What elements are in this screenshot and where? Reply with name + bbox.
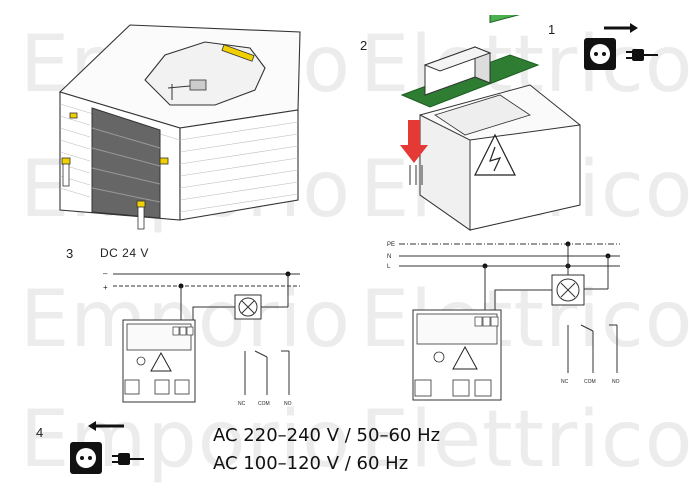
watermark-brand: Elettrico xyxy=(360,395,694,485)
ac-supply-line-1: AC 220–240 V / 50–60 Hz xyxy=(213,425,441,446)
step-number: 2 xyxy=(360,38,368,53)
contact-nc-label: NC xyxy=(561,379,569,385)
contact-com-label: COM xyxy=(584,379,596,385)
step-number: 3 xyxy=(66,246,74,261)
power-off-icon xyxy=(70,421,144,474)
line-n-label: N xyxy=(387,254,391,260)
garage-illustration xyxy=(58,24,301,230)
dc-minus-terminal: – xyxy=(103,269,108,278)
ac-supply-line-2: AC 100–120 V / 60 Hz xyxy=(213,453,409,474)
contact-no-label: NO xyxy=(612,379,620,385)
contact-no-label: NO xyxy=(284,401,292,407)
line-l-label: L xyxy=(387,264,391,270)
contact-com-label: COM xyxy=(258,401,270,407)
relay-module-illustration xyxy=(400,15,581,231)
ac-wiring-diagram: PE N L NC COM NO xyxy=(387,241,620,401)
dc-plus-terminal: + xyxy=(103,283,108,292)
step-number: 4 xyxy=(36,425,44,440)
dc-supply-label: DC 24 V xyxy=(100,246,149,260)
dc-wiring-diagram: – + NC COM NO xyxy=(103,269,300,407)
contact-nc-label: NC xyxy=(238,401,246,407)
power-on-icon xyxy=(584,23,658,70)
line-pe-label: PE xyxy=(387,242,395,248)
step-number: 1 xyxy=(548,22,556,37)
